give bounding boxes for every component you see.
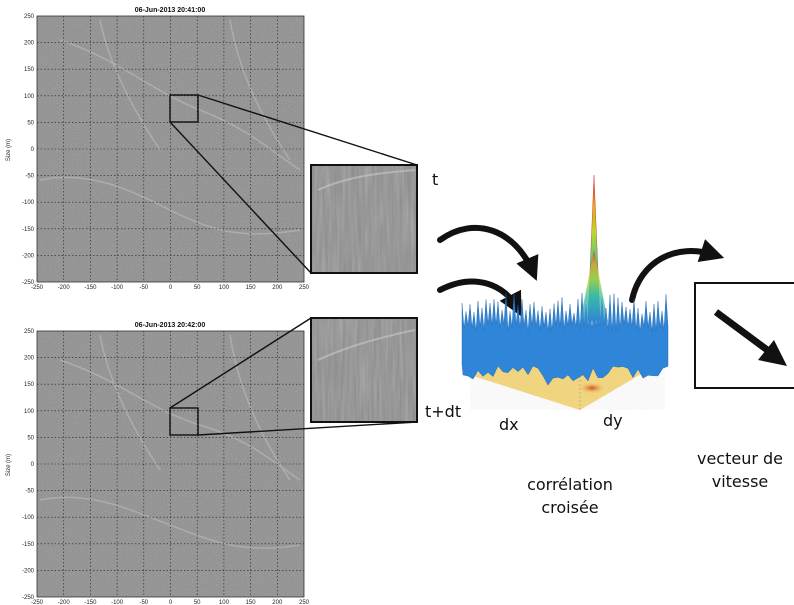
y-tick-label: -150: [22, 542, 35, 548]
label-correlation-line2: croisée: [541, 498, 598, 517]
x-tick-label: 150: [246, 600, 257, 605]
y-tick-label: 150: [24, 67, 35, 73]
y-tick-label: 50: [27, 435, 34, 441]
label-t: t: [432, 170, 438, 189]
y-tick-label: -100: [22, 200, 35, 206]
label-correlation-line1: corrélation: [527, 475, 613, 494]
top-plot-yticks: 250 200 150 100 50 0 -50 -100 -150 -200 -250: [22, 14, 35, 286]
x-tick-label: 200: [272, 600, 283, 605]
surface-spikes: [461, 292, 669, 386]
bottom-plot: 06-Jun-2013 20:42:00 Size (m) 250 200 150 1…: [6, 322, 310, 605]
x-tick-label: -200: [58, 285, 71, 291]
y-tick-label: 100: [24, 94, 35, 100]
input-arrows: [437, 224, 725, 317]
x-tick-label: -100: [111, 600, 124, 605]
y-tick-label: 200: [24, 356, 35, 362]
x-tick-label: 200: [272, 285, 283, 291]
velocity-arrowhead: [758, 340, 787, 366]
y-tick-label: 0: [31, 462, 35, 468]
x-tick-label: -150: [84, 600, 97, 605]
zoom-patch-bottom: [310, 317, 418, 423]
y-tick-label: -200: [22, 253, 35, 259]
top-selection-box: [169, 94, 199, 123]
correlation-surface: [461, 174, 669, 410]
arrow-tdt-to-correlation: [437, 278, 522, 317]
label-vector-line2: vitesse: [712, 472, 769, 491]
x-tick-label: 100: [219, 285, 230, 291]
x-tick-label: 50: [194, 285, 201, 291]
x-tick-label: 250: [299, 285, 310, 291]
x-tick-label: 0: [169, 600, 173, 605]
x-tick-label: -50: [139, 600, 148, 605]
x-tick-label: 150: [246, 285, 257, 291]
top-plot-xticks: -250 -200 -150 -100 -50 0 50 100 150 200 250: [31, 285, 310, 291]
y-tick-label: 0: [31, 147, 35, 153]
x-tick-label: -150: [84, 285, 97, 291]
bottom-selection-box: [169, 407, 199, 436]
bottom-plot-title: 06-Jun-2013 20:42:00: [135, 322, 206, 329]
label-dx: dx: [499, 415, 519, 434]
y-tick-label: -250: [22, 280, 35, 286]
zoom-connectors: [169, 94, 418, 436]
top-plot: 06-Jun-2013 20:41:00 Size (m) 250 200 150 1…: [6, 7, 310, 291]
bottom-plot-yticks: 250 200 150 100 50 0 -50 -100 -150 -200 -250: [22, 329, 35, 601]
velocity-vector-box: [694, 282, 794, 389]
top-plot-ylabel: Size (m): [6, 139, 12, 161]
x-tick-label: -250: [31, 285, 44, 291]
x-tick-label: 50: [194, 600, 201, 605]
x-tick-label: 250: [299, 600, 310, 605]
zoom-patch-top: [310, 164, 418, 274]
x-tick-label: 100: [219, 600, 230, 605]
y-tick-label: -250: [22, 595, 35, 601]
label-t-dt: t+dt: [425, 402, 461, 421]
y-tick-label: -150: [22, 227, 35, 233]
x-tick-label: -100: [111, 285, 124, 291]
label-dy: dy: [603, 411, 623, 430]
top-plot-title: 06-Jun-2013 20:41:00: [135, 7, 206, 14]
bottom-plot-ylabel: Size (m): [6, 454, 12, 476]
y-tick-label: 100: [24, 409, 35, 415]
arrow-correlation-to-vector: [629, 239, 725, 303]
y-tick-label: -100: [22, 515, 35, 521]
bottom-plot-xticks: -250 -200 -150 -100 -50 0 50 100 150 200 250: [31, 600, 310, 605]
y-tick-label: 250: [24, 14, 35, 20]
x-tick-label: -250: [31, 600, 44, 605]
y-tick-label: -200: [22, 568, 35, 574]
bottom-plot-grid: [37, 331, 304, 597]
arrow-t-to-correlation: [437, 224, 539, 281]
x-tick-label: -200: [58, 600, 71, 605]
y-tick-label: -50: [25, 174, 34, 180]
x-tick-label: 0: [169, 285, 173, 291]
y-tick-label: 50: [27, 120, 34, 126]
y-tick-label: 150: [24, 382, 35, 388]
y-tick-label: -50: [25, 489, 34, 495]
y-tick-label: 250: [24, 329, 35, 335]
x-tick-label: -50: [139, 285, 148, 291]
y-tick-label: 200: [24, 41, 35, 47]
label-vector-line1: vecteur de: [697, 449, 783, 468]
